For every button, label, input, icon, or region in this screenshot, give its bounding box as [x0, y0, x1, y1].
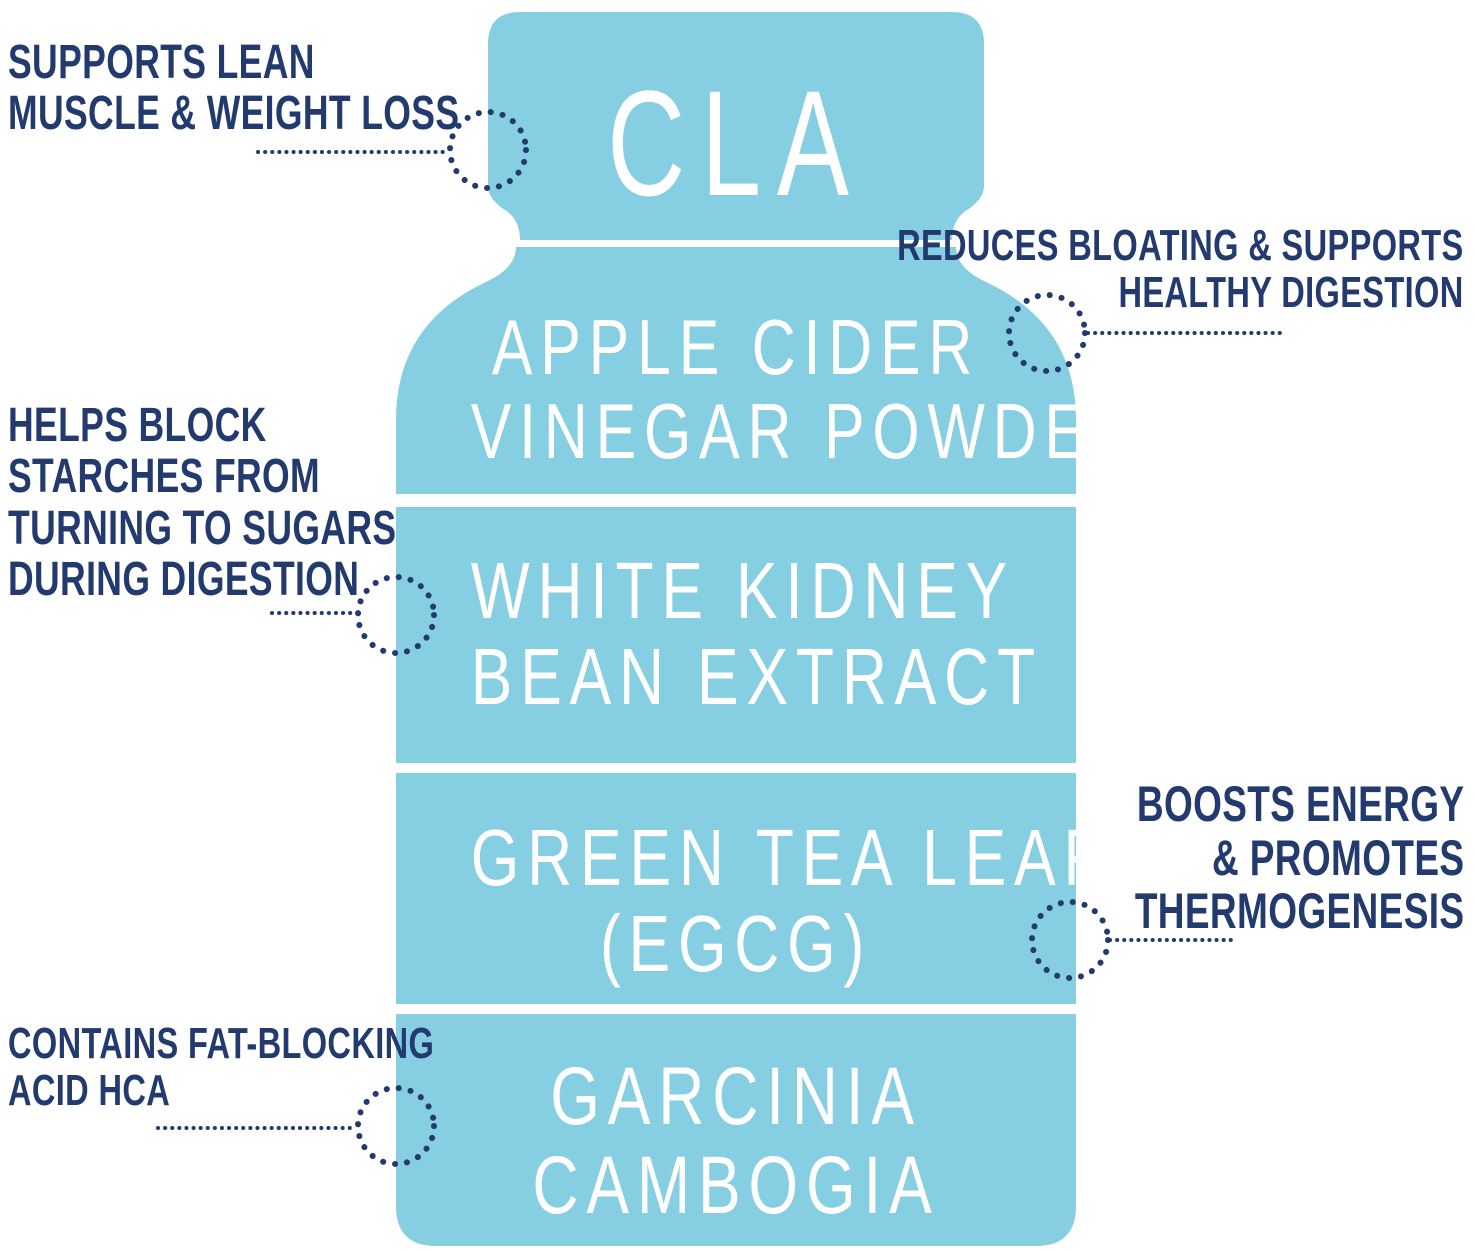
benefit-line: HEALTHY DIGESTION — [1118, 268, 1464, 318]
ingredient-garcinia-cambogia: GARCINIA CAMBOGIA — [471, 1051, 1001, 1231]
ingredient-line: GARCINIA — [550, 1051, 922, 1142]
ingredient-line: (EGCG) — [599, 899, 873, 989]
ingredient-line: CAMBOGIA — [532, 1139, 940, 1231]
benefit-line: STARCHES FROM — [8, 450, 320, 504]
cap-label-cla: CLA — [607, 59, 865, 227]
benefit-reduces-bloating: REDUCES BLOATING & SUPPORTS HEALTHY DIGE… — [897, 222, 1464, 316]
benefit-line: THERMOGENESIS — [1134, 883, 1464, 939]
ingredient-apple-cider-vinegar: APPLE CIDER VINEGAR POWDER — [470, 303, 1145, 476]
bottle-base-section — [396, 1014, 1076, 1246]
ingredient-white-kidney-bean: WHITE KIDNEY BEAN EXTRACT — [470, 546, 1043, 722]
benefit-lean-muscle: SUPPORTS LEAN MUSCLE & WEIGHT LOSS — [8, 37, 459, 140]
ingredient-line: BEAN EXTRACT — [470, 632, 1043, 722]
bottle-shoulder-section — [396, 247, 1076, 494]
benefit-line: SUPPORTS LEAN — [8, 36, 315, 89]
benefit-line: ACID HCA — [8, 1066, 171, 1116]
benefit-line: TURNING TO SUGARS — [8, 501, 397, 555]
callout-circle-2 — [1006, 292, 1088, 374]
bottle-section-2 — [396, 507, 1076, 763]
bottle-cap — [488, 12, 984, 240]
benefit-line: HELPS BLOCK — [8, 399, 267, 452]
ingredient-line: GREEN TEA LEAF — [470, 813, 1110, 902]
benefit-line: REDUCES BLOATING & SUPPORTS — [897, 221, 1464, 270]
ingredient-green-tea-leaf: GREEN TEA LEAF (EGCG) — [470, 813, 1110, 989]
ingredient-line: APPLE CIDER — [491, 303, 981, 391]
benefit-line: & PROMOTES — [1211, 829, 1464, 886]
benefit-boosts-energy: BOOSTS ENERGY & PROMOTES THERMOGENESIS — [1134, 776, 1464, 939]
callout-circle-5 — [355, 1085, 437, 1167]
callout-circle-3 — [355, 574, 437, 656]
benefit-fat-blocking: CONTAINS FAT-BLOCKING ACID HCA — [8, 1020, 434, 1114]
ingredient-line: VINEGAR POWDER — [470, 387, 1145, 476]
ingredient-line: WHITE KIDNEY — [470, 546, 1016, 635]
benefit-line: CONTAINS FAT-BLOCKING — [8, 1019, 435, 1068]
benefit-line: MUSCLE & WEIGHT LOSS — [8, 87, 460, 141]
benefit-line: BOOSTS ENERGY — [1136, 776, 1464, 832]
benefit-line: DURING DIGESTION — [8, 553, 360, 607]
benefit-block-starches: HELPS BLOCK STARCHES FROM TURNING TO SUG… — [8, 399, 397, 607]
bottle-section-3 — [396, 773, 1076, 1004]
callout-circle-1 — [447, 109, 529, 191]
